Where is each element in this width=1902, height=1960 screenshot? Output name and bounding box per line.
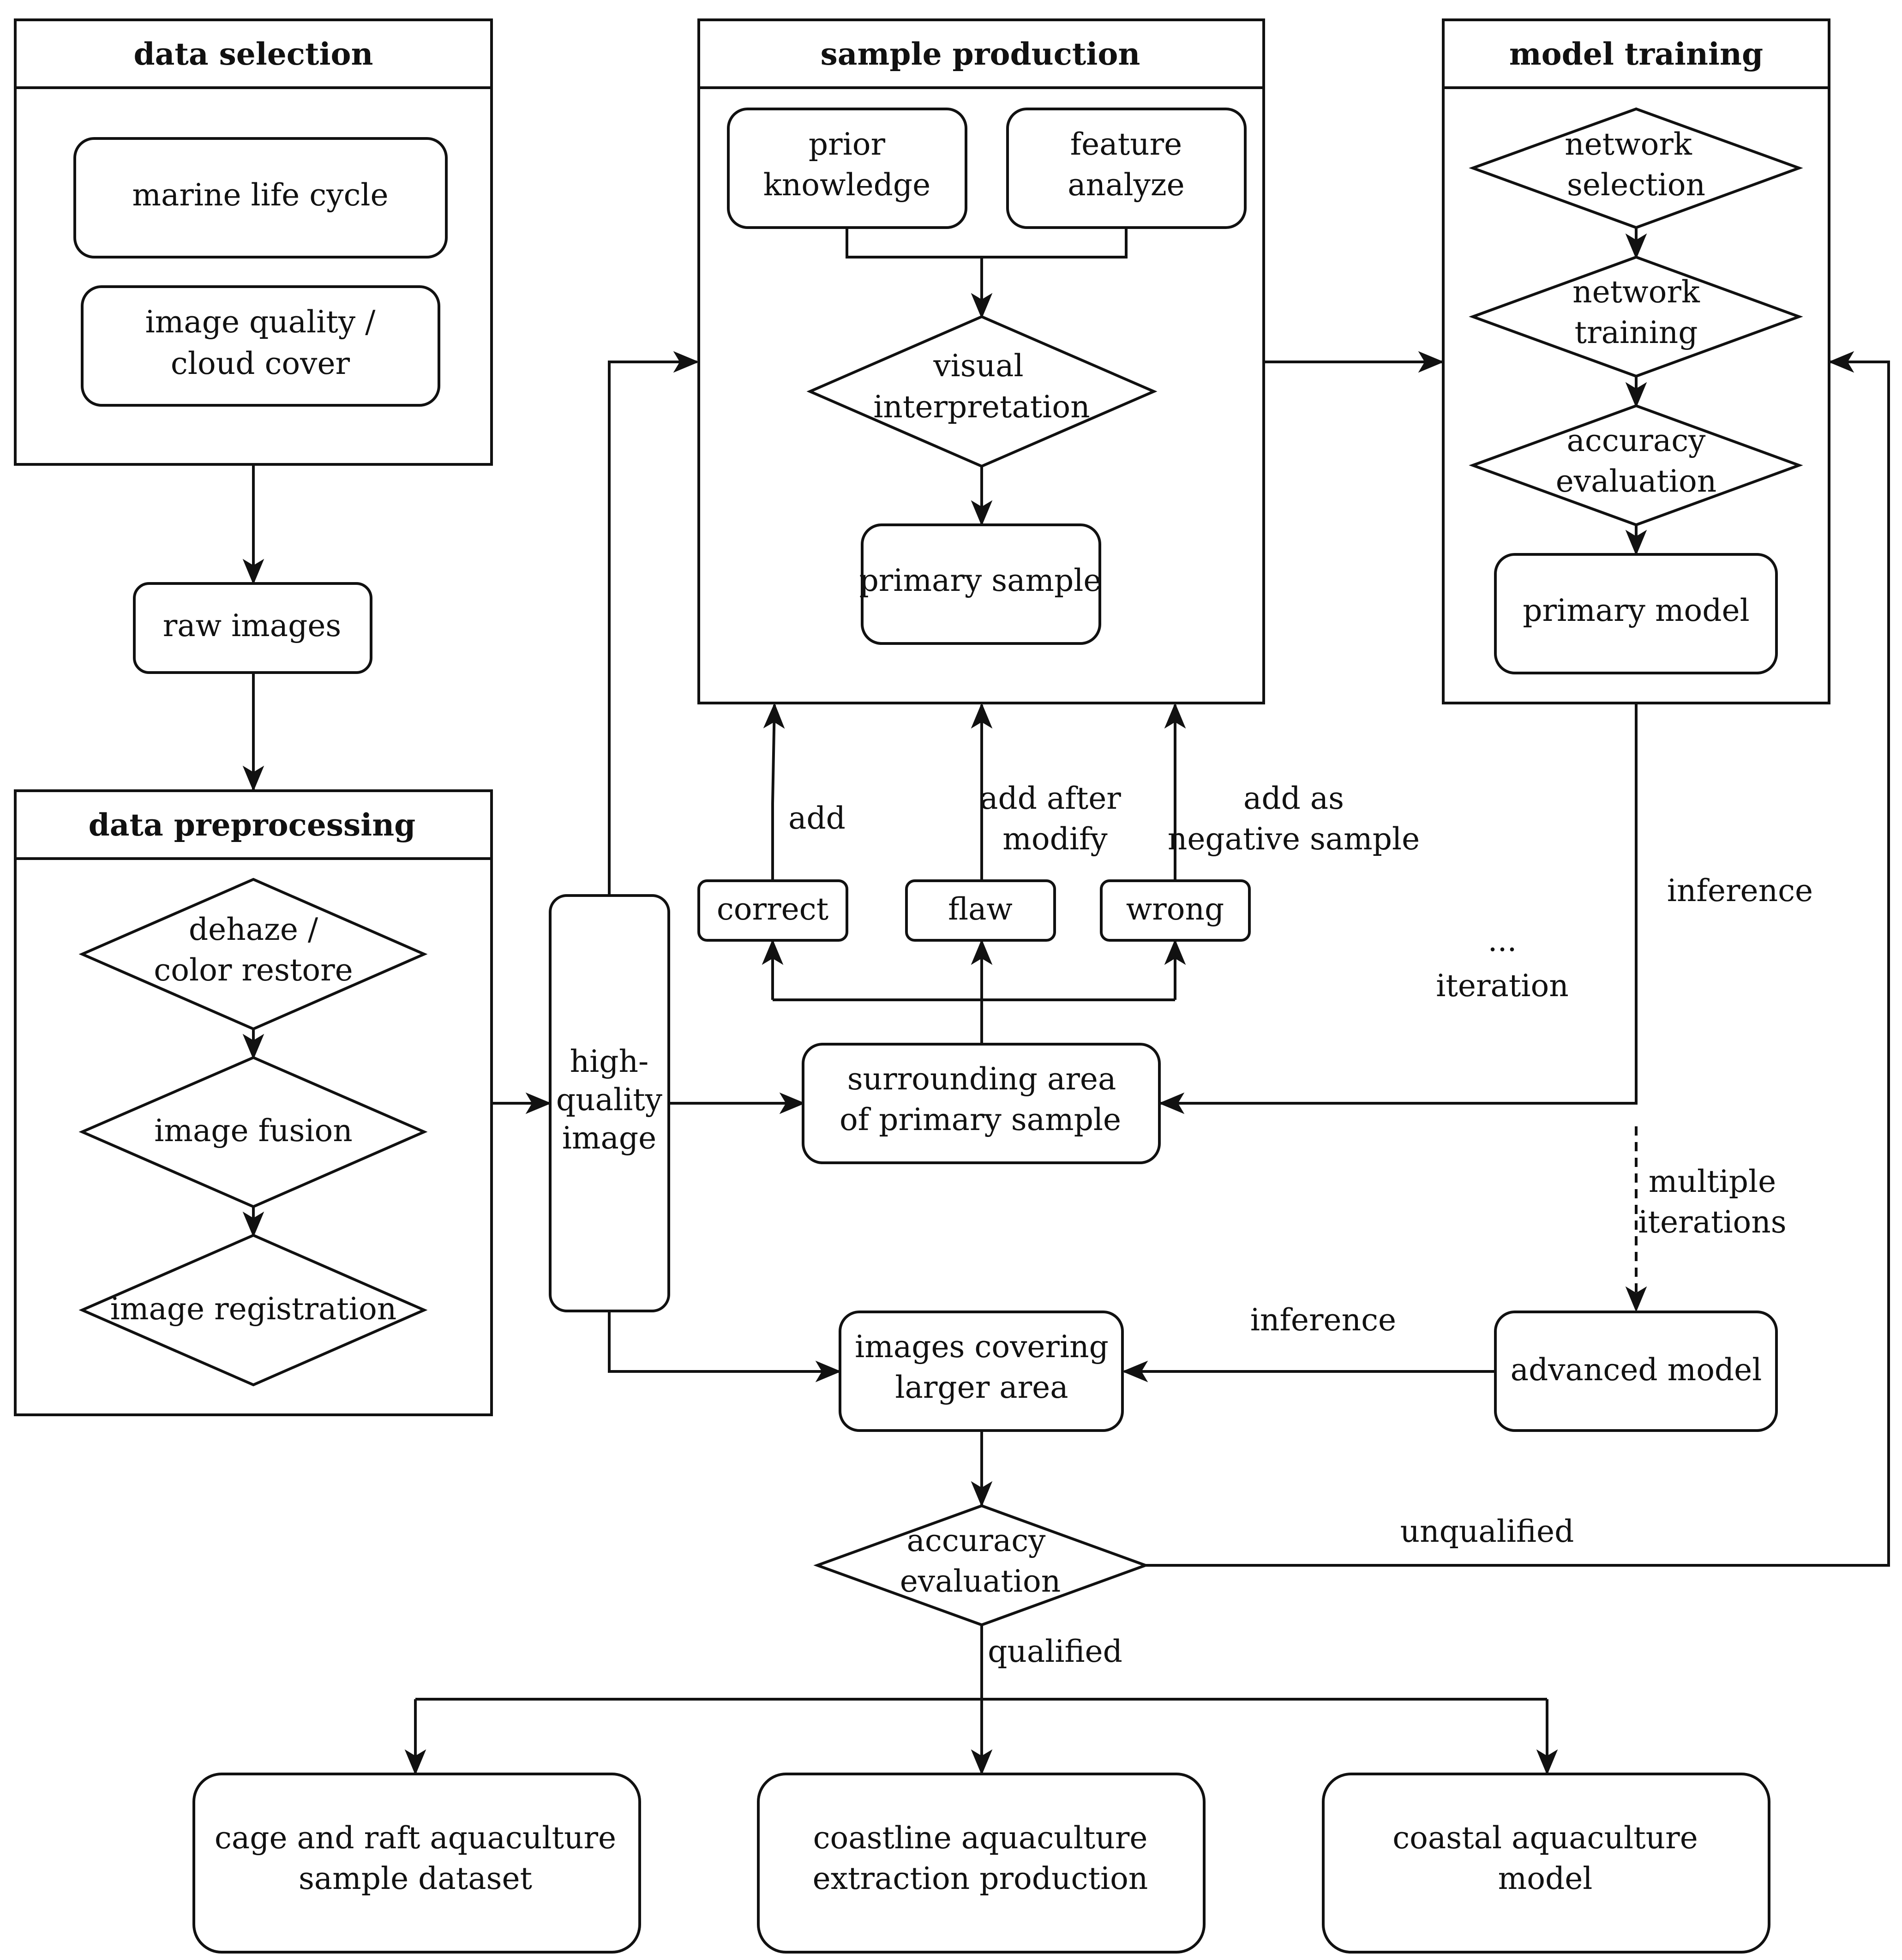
raw-images-label: raw images	[163, 608, 342, 643]
wrong-label: wrong	[1126, 891, 1224, 927]
data-selection-panel: data selection marine life cycle image q…	[14, 18, 493, 466]
arrow-correct-to-sample	[763, 703, 785, 881]
data-preprocessing-title: data preprocessing	[89, 807, 416, 843]
image-registration-node	[78, 1233, 428, 1387]
advanced-model-node: advanced model	[1494, 1311, 1778, 1432]
unqualified-label: unqualified	[1400, 1514, 1574, 1549]
sample-production-panel: sample production prior knowledge featur…	[697, 18, 1265, 704]
wrong-node: wrong	[1100, 879, 1251, 942]
dehaze-label-1: dehaze /	[189, 912, 318, 947]
prior-knowledge-label-2: knowledge	[763, 167, 930, 203]
arrow-hq-to-larger-area	[608, 1311, 841, 1383]
qualified-label: qualified	[988, 1634, 1122, 1669]
primary-sample-node	[861, 523, 1101, 645]
main-accuracy-label-2: evaluation	[900, 1563, 1061, 1599]
marine-life-cycle-node	[73, 137, 448, 259]
add-as-negative-label-1: add as	[1243, 781, 1344, 816]
correct-node: correct	[697, 879, 848, 942]
primary-model-label: primary model	[1523, 593, 1749, 628]
add-after-modify-label-2: modify	[1002, 821, 1108, 857]
sample-production-title: sample production	[821, 36, 1140, 72]
model-training-title: model training	[1509, 36, 1763, 72]
network-training-label-1: network	[1572, 274, 1700, 310]
iteration-label: iteration	[1436, 968, 1568, 1004]
hq-label-3: image	[562, 1120, 656, 1156]
data-preprocessing-panel: data preprocessing dehaze / color restor…	[14, 789, 493, 1416]
primary-sample-label: primary sample	[859, 563, 1102, 598]
model-accuracy-label-2: evaluation	[1556, 463, 1717, 499]
surrounding-area-node: surrounding area of primary sample	[802, 1043, 1161, 1164]
connector-prior-feature	[846, 228, 1128, 259]
arrow-hq-to-sample-production	[608, 351, 699, 896]
image-quality-node	[81, 285, 440, 407]
network-training-label-2: training	[1575, 315, 1698, 350]
main-accuracy-label-1: accuracy	[907, 1523, 1046, 1558]
multiple-iterations-label-2: iterations	[1638, 1204, 1786, 1240]
data-selection-title: data selection	[133, 36, 373, 72]
hq-label-2: quality	[556, 1082, 663, 1118]
network-selection-label-2: selection	[1567, 167, 1705, 203]
arrow-inference-to-surrounding	[1158, 703, 1638, 1114]
model-accuracy-label-1: accuracy	[1567, 423, 1706, 458]
add-after-modify-label-1: add after	[980, 781, 1121, 816]
main-accuracy-evaluation-node: accuracy evaluation	[813, 1504, 1150, 1627]
coastal-model-label-2: model	[1498, 1861, 1593, 1896]
arrow-unqualified-to-model-training	[1146, 351, 1890, 1567]
inference-label-1: inference	[1667, 873, 1813, 908]
feature-analyze-label-1: feature	[1070, 126, 1182, 162]
feature-analyze-label-2: analyze	[1068, 167, 1184, 203]
dehaze-label-2: color restore	[154, 952, 353, 988]
flaw-label: flaw	[948, 891, 1013, 927]
cage-raft-label-2: sample dataset	[299, 1861, 532, 1896]
images-larger-area-node: images covering larger area	[839, 1311, 1124, 1432]
model-training-panel: model training network selection network…	[1442, 18, 1830, 704]
larger-area-label-2: larger area	[895, 1370, 1068, 1405]
cage-raft-label-1: cage and raft aquaculture	[215, 1820, 616, 1856]
advanced-model-label: advanced model	[1511, 1352, 1762, 1388]
image-registration-label: image registration	[110, 1291, 396, 1327]
iteration-dots: ...	[1488, 923, 1517, 958]
marine-life-cycle-label: marine life cycle	[132, 177, 388, 213]
image-fusion-label: image fusion	[154, 1113, 352, 1148]
high-quality-image-node: high- quality image	[549, 894, 670, 1312]
cage-raft-dataset-node: cage and raft aquaculture sample dataset	[192, 1773, 641, 1954]
multiple-iterations-label-1: multiple	[1649, 1164, 1776, 1199]
coastal-model-node: coastal aquaculture model	[1322, 1773, 1770, 1954]
larger-area-label-1: images covering	[855, 1329, 1109, 1365]
flaw-node: flaw	[905, 879, 1056, 942]
surrounding-label-2: of primary sample	[840, 1102, 1121, 1137]
hq-label-1: high-	[570, 1044, 649, 1079]
add-label: add	[788, 800, 846, 836]
visual-interpretation-label-1: visual	[933, 348, 1023, 384]
raw-images-node: raw images	[133, 582, 372, 674]
correct-label: correct	[717, 891, 828, 927]
coastline-label-1: coastline aquaculture	[813, 1820, 1148, 1856]
coastline-extraction-node: coastline aquaculture extraction product…	[757, 1773, 1206, 1954]
network-selection-label-1: network	[1565, 126, 1692, 162]
inference-label-2: inference	[1250, 1302, 1396, 1338]
prior-knowledge-label-1: prior	[809, 126, 886, 162]
coastal-model-label-1: coastal aquaculture	[1392, 1820, 1698, 1856]
add-as-negative-label-2: negative sample	[1168, 821, 1420, 857]
primary-model-node	[1494, 553, 1778, 674]
image-quality-label-1: image quality /	[145, 304, 376, 340]
surrounding-label-1: surrounding area	[847, 1061, 1116, 1097]
coastline-label-2: extraction production	[813, 1861, 1148, 1896]
visual-interpretation-label-2: interpretation	[873, 389, 1090, 425]
image-quality-label-2: cloud cover	[171, 346, 350, 381]
